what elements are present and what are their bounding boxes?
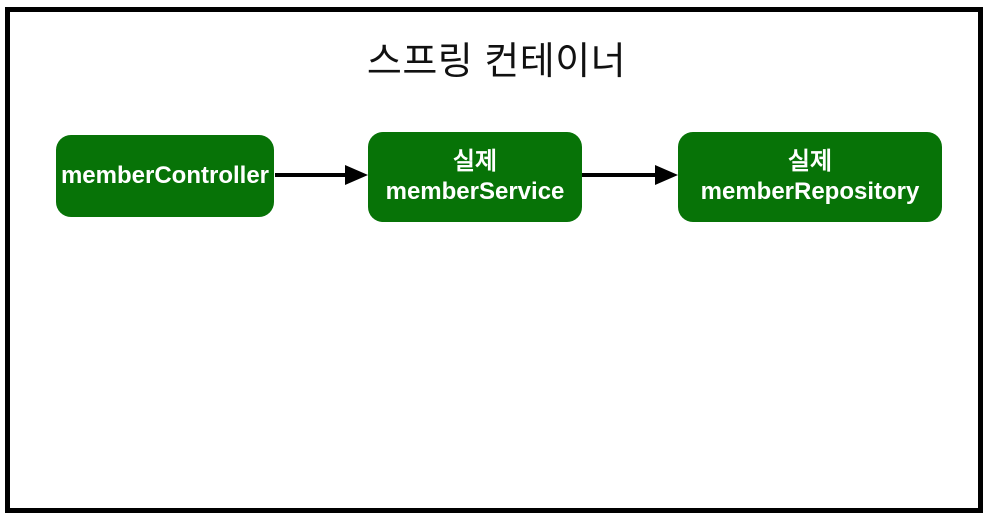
arrow-service-to-repository-icon [582,165,678,185]
node-member-repository-line1: 실제 [787,148,833,175]
node-member-controller-label: memberController [60,162,270,189]
node-member-service-line2: memberService [385,178,565,205]
node-member-repository: 실제 memberRepository [678,132,942,222]
node-member-service: 실제 memberService [368,132,582,222]
spring-container-frame [5,7,983,513]
node-member-service-line1: 실제 [452,148,498,175]
node-member-controller: memberController [56,135,274,217]
node-member-repository-line2: memberRepository [700,178,920,205]
arrow-controller-to-service-icon [275,165,368,185]
diagram-title: 스프링 컨테이너 [366,41,627,83]
